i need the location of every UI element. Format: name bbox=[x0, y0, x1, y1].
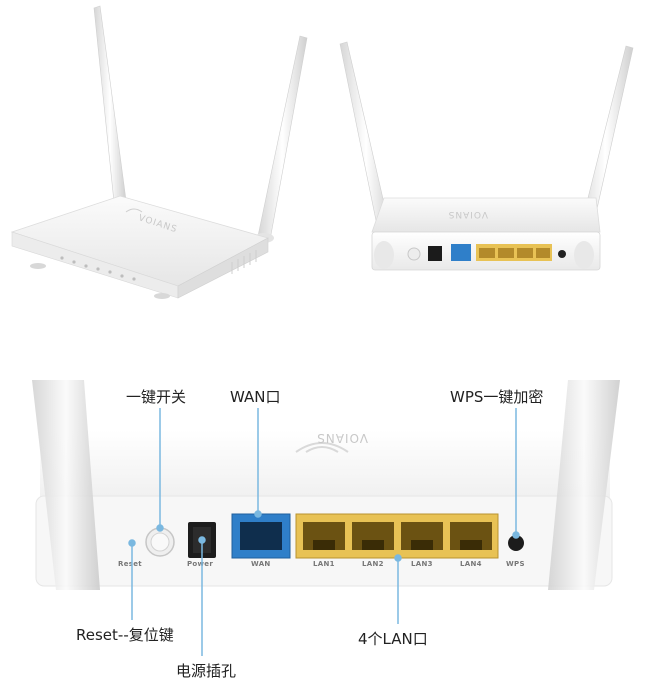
port-label-lan4: LAN4 bbox=[460, 560, 482, 568]
callout-power-switch: 一键开关 bbox=[126, 388, 187, 406]
callout-lan: 4个LAN口 bbox=[358, 630, 428, 648]
wan-port-small bbox=[451, 244, 471, 261]
callout-wps: WPS一键加密 bbox=[450, 388, 544, 406]
port-label-lan1: LAN1 bbox=[313, 560, 335, 568]
port-label-wan: WAN bbox=[251, 560, 271, 568]
antenna-left bbox=[93, 5, 127, 203]
callout-power-jack: 电源插孔 bbox=[176, 662, 237, 680]
router-rear-closeup: VOIANS Reset Power bbox=[32, 380, 620, 656]
port-label-wps: WPS bbox=[506, 560, 525, 568]
antenna-big-right bbox=[548, 380, 620, 590]
antenna-big-left bbox=[32, 380, 100, 590]
router-front-view: VOIANS bbox=[10, 5, 308, 299]
svg-text:VOIANS: VOIANS bbox=[448, 209, 488, 219]
port-label-reset: Reset bbox=[118, 560, 142, 568]
callout-reset: Reset--复位键 bbox=[76, 626, 174, 644]
svg-text:VOIANS: VOIANS bbox=[316, 431, 368, 445]
antenna-right bbox=[257, 35, 308, 241]
callout-wan: WAN口 bbox=[230, 388, 281, 406]
port-label-lan3: LAN3 bbox=[411, 560, 433, 568]
router-rear-view: VOIANS bbox=[339, 41, 634, 271]
port-label-lan2: LAN2 bbox=[362, 560, 384, 568]
wps-button bbox=[508, 535, 524, 551]
port-label-power: Power bbox=[187, 560, 213, 568]
